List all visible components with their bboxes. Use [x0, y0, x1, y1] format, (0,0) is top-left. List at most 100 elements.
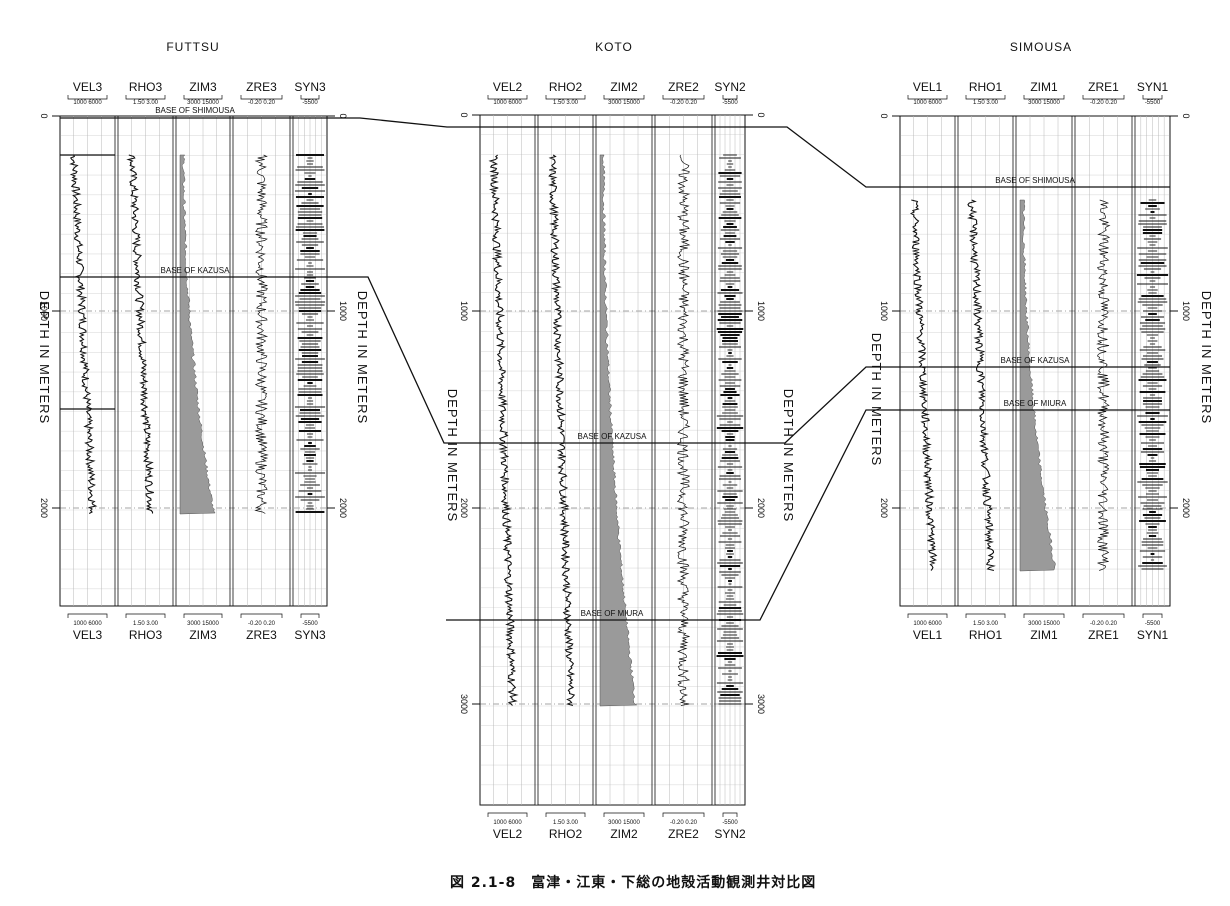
horizon-line [60, 117, 1170, 188]
depth-tick-label: 3000 [756, 694, 766, 714]
track-footer-name: RHO2 [549, 827, 583, 841]
track-header-scale: -0.20 0.20 [248, 100, 276, 106]
depth-tick-label: 1000 [338, 301, 348, 321]
depth-axis-label-koto-left: DEPTH IN METERS [445, 388, 461, 523]
track-header-name: ZIM2 [610, 80, 638, 94]
horizon-label: BASE OF MIURA [1004, 399, 1067, 408]
depth-tick-label: 0 [879, 113, 889, 118]
track-header-name: ZIM1 [1030, 80, 1058, 94]
track-header-scale: 1.50 3.00 [133, 100, 159, 106]
horizon-label: BASE OF KAZUSA [1001, 356, 1071, 365]
track-footer-name: ZIM2 [610, 827, 638, 841]
log-curve [488, 154, 519, 706]
track-header-scale: 1000 6000 [493, 100, 522, 106]
depth-tick-label: 1000 [756, 301, 766, 321]
track-footer-scale: 1000 6000 [73, 621, 102, 627]
track-scale-bracket [183, 95, 223, 100]
track-scale-bracket [183, 613, 223, 618]
track-scale-bracket [722, 812, 738, 817]
depth-tick-label: 1000 [1181, 301, 1191, 321]
depth-axis-label-simousa-left: DEPTH IN METERS [869, 332, 885, 467]
track-header-scale: 3000 15000 [1028, 100, 1060, 106]
figure-caption: 図 2.1-8 富津・江東・下総の地殻活動観測井対比図 [450, 875, 817, 891]
depth-tick-label: 1000 [39, 301, 49, 321]
depth-tick-label: 0 [756, 112, 766, 117]
track-footer-name: SYN3 [294, 628, 326, 642]
track-header-name: SYN3 [294, 80, 326, 94]
track-footer-scale: 1000 6000 [913, 621, 942, 627]
track-footer-name: ZRE2 [668, 827, 699, 841]
track-scale-bracket [125, 95, 166, 100]
track-header-name: SYN1 [1137, 80, 1169, 94]
track-header-name: VEL2 [493, 80, 523, 94]
track-header-scale: -0.20 0.20 [1090, 100, 1118, 106]
track-scale-bracket [545, 812, 586, 817]
impedance-log-fill [1019, 199, 1056, 572]
track-scale-bracket [907, 613, 948, 618]
track-header-name: RHO1 [969, 80, 1003, 94]
depth-tick-label: 0 [1181, 113, 1191, 118]
track-scale-bracket [1082, 95, 1125, 100]
track-footer-name: ZRE1 [1088, 628, 1119, 642]
depth-tick-label: 1000 [459, 301, 469, 321]
impedance-log-fill [179, 154, 216, 515]
depth-tick-label: 2000 [756, 498, 766, 518]
track-scale-bracket [1023, 613, 1065, 618]
track-scale-bracket [662, 812, 705, 817]
track-scale-bracket [1023, 95, 1065, 100]
track-header-name: RHO3 [129, 80, 163, 94]
track-footer-name: SYN1 [1137, 628, 1169, 642]
track-header-name: ZRE3 [246, 80, 277, 94]
log-curve [967, 199, 996, 572]
depth-tick-label: 2000 [459, 498, 469, 518]
track-scale-bracket [125, 613, 166, 618]
log-curve [126, 154, 155, 514]
track-footer-scale: -0.20 0.20 [670, 820, 698, 826]
track-footer-scale: -0.20 0.20 [1090, 621, 1118, 627]
track-scale-bracket [67, 613, 108, 618]
depth-axis-label-koto-right: DEPTH IN METERS [781, 388, 797, 523]
track-header-scale: 1.50 3.00 [553, 100, 579, 106]
track-footer-scale: -0.20 0.20 [248, 621, 276, 627]
log-curve [676, 154, 691, 706]
log-curve [254, 154, 269, 514]
track-header-scale: 1000 6000 [73, 100, 102, 106]
track-header-scale: 1000 6000 [913, 100, 942, 106]
track-scale-bracket [603, 812, 645, 817]
track-header-scale: 3000 15000 [187, 100, 219, 106]
depth-tick-label: 3000 [459, 694, 469, 714]
track-scale-bracket [487, 95, 528, 100]
depth-axis-label-simousa-right: DEPTH IN METERS [1199, 290, 1215, 425]
depth-tick-label: 2000 [39, 498, 49, 518]
horizon-line [446, 409, 1170, 621]
horizon-line [60, 276, 1170, 444]
track-scale-bracket [300, 95, 320, 100]
track-header-scale: -5500 [722, 100, 738, 106]
horizon-label: BASE OF SHIMOUSA [155, 106, 235, 115]
log-curve [1096, 199, 1111, 571]
well-title-simousa: SIMOUSA [1009, 40, 1073, 54]
track-scale-bracket [603, 95, 645, 100]
track-footer-name: ZRE3 [246, 628, 277, 642]
track-footer-scale: -5500 [722, 820, 738, 826]
track-scale-bracket [1082, 613, 1125, 618]
well-title-koto: KOTO [595, 40, 633, 54]
track-header-name: VEL1 [913, 80, 943, 94]
track-footer-name: RHO3 [129, 628, 163, 642]
track-footer-scale: 3000 15000 [1028, 621, 1060, 627]
well-title-futtsu: FUTTSU [166, 40, 220, 54]
horizon-label: BASE OF MIURA [581, 609, 644, 618]
track-footer-name: VEL1 [913, 628, 943, 642]
track-scale-bracket [1142, 95, 1163, 100]
